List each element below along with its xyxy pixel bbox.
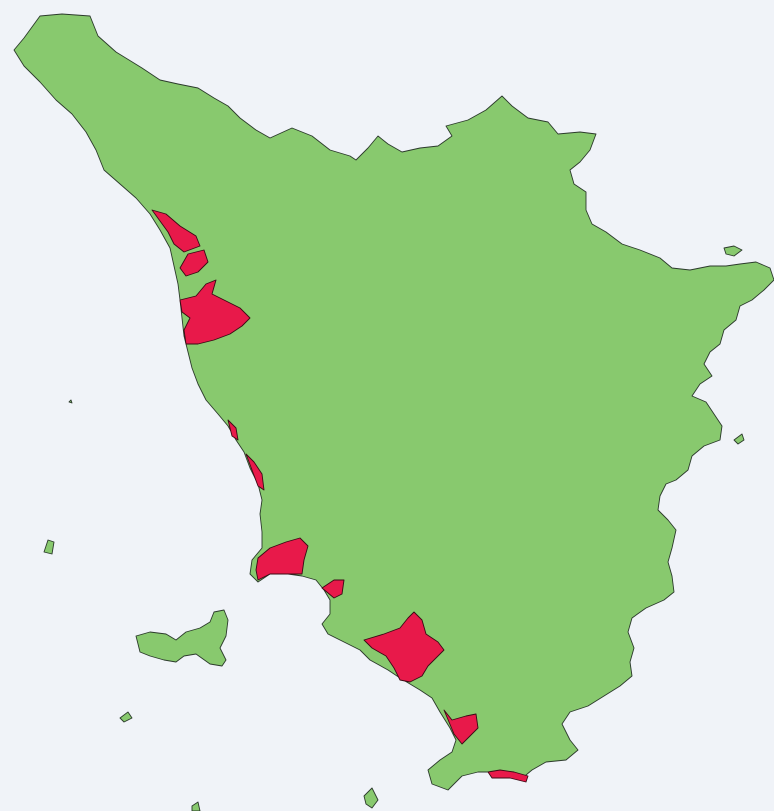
island-tiny-south-1[interactable] [119,711,133,723]
island-small-west[interactable] [43,539,55,555]
highlight-zone-north-1[interactable] [151,209,201,253]
island-large[interactable] [135,609,229,667]
island-small-east-2[interactable] [733,433,745,445]
island-small-east[interactable] [723,245,743,257]
highlight-zone-south-shore[interactable] [487,769,529,783]
highlight-zone-south-tip[interactable] [443,709,479,745]
highlight-zone-central-1[interactable] [227,419,239,441]
island-tiny-south-2[interactable] [363,787,379,809]
highlight-zone-north-3[interactable] [179,279,251,345]
island-dot-west[interactable] [68,399,73,404]
highlight-zone-central-2[interactable] [245,453,265,491]
highlight-zone-coast-small[interactable] [321,579,345,599]
highlight-zone-gulf[interactable] [255,537,309,581]
highlight-zone-south-lagoon[interactable] [363,611,445,683]
island-tiny-south-3[interactable] [191,801,201,811]
highlight-zone-north-2[interactable] [179,249,209,277]
mainland-region[interactable] [13,13,774,791]
